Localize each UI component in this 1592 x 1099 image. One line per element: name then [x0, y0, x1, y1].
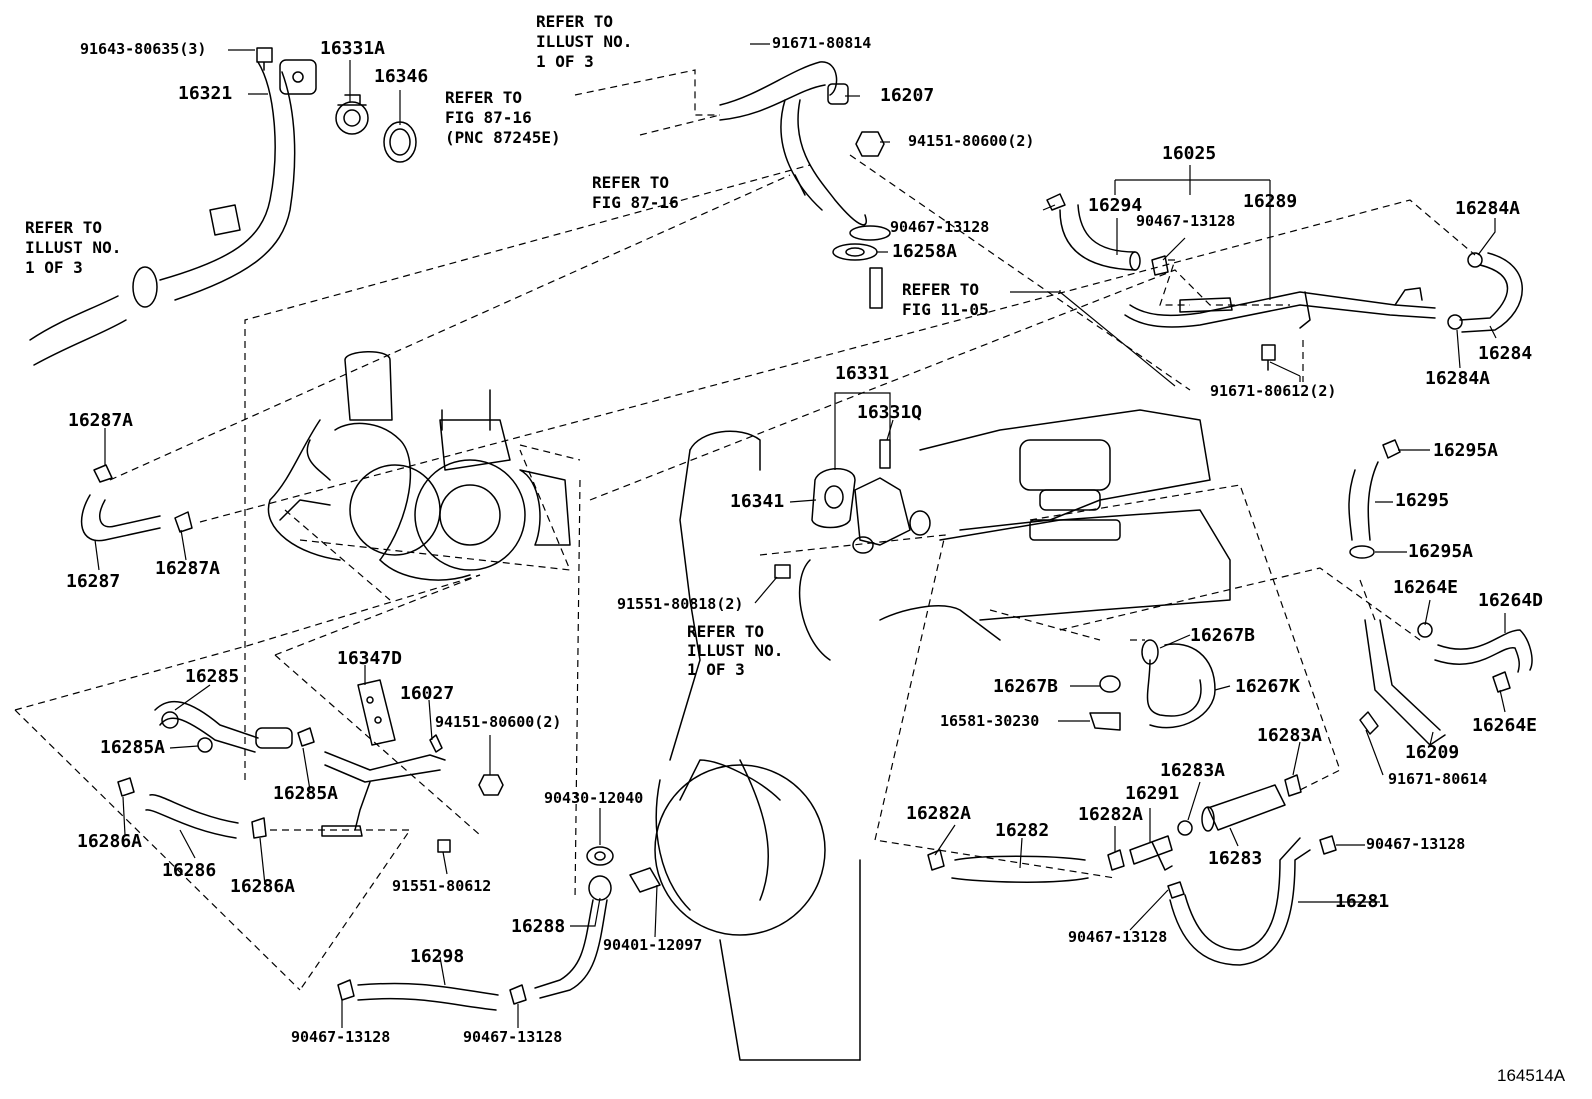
part-label-91671-80612: 91671-80612(2)	[1210, 382, 1337, 400]
part-label-16207: 16207	[880, 85, 935, 106]
leader-lines	[94, 43, 1506, 1028]
part-label-16283: 16283	[1208, 848, 1263, 869]
part-label-16209: 16209	[1405, 742, 1460, 763]
part-label-16267B-mid: 16267B	[993, 676, 1059, 697]
engine-block-drawing	[654, 409, 1231, 1061]
part-label-90467-13128-a: 90467-13128	[890, 218, 990, 236]
part-label-16331: 16331	[835, 363, 890, 384]
part-label-16285A-a: 16285A	[100, 737, 166, 758]
part-label-16295A-bot: 16295A	[1408, 541, 1474, 562]
part-label-16291: 16291	[1125, 783, 1180, 804]
part-label-16282: 16282	[995, 820, 1050, 841]
part-label-16258A: 16258A	[892, 241, 958, 262]
part-label-90401-12097: 90401-12097	[603, 936, 703, 954]
part-label-16264E-bot: 16264E	[1472, 715, 1538, 736]
part-label-16286: 16286	[162, 860, 217, 881]
part-label-16025: 16025	[1162, 143, 1217, 164]
refer-fig-87-16: REFER TO FIG 87-16	[592, 173, 679, 212]
part-label-90467-13128-b: 90467-13128	[1136, 212, 1236, 230]
turbocharger-drawing	[267, 351, 571, 581]
pipe-16289-drawing	[1124, 287, 1436, 329]
refer-fig-11-05: REFER TO FIG 11-05	[902, 280, 989, 319]
part-label-91671-80614: 91671-80614	[1388, 770, 1488, 788]
refer-illust-mid: REFER TO ILLUST NO. 1 OF 3	[687, 622, 784, 679]
part-label-16294: 16294	[1088, 195, 1143, 216]
part-label-16267K: 16267K	[1235, 676, 1301, 697]
part-label-90430-12040: 90430-12040	[544, 789, 644, 807]
part-label-91671-80814: 91671-80814	[772, 34, 872, 52]
part-label-94151-80600-top: 94151-80600(2)	[908, 132, 1035, 150]
thermostat-16331A-drawing	[335, 94, 369, 135]
part-label-16281: 16281	[1335, 891, 1390, 912]
part-label-91643-80635: 91643-80635(3)	[80, 40, 207, 58]
part-label-16295: 16295	[1395, 490, 1450, 511]
part-label-16264D: 16264D	[1478, 590, 1544, 611]
part-label-16284A-bot: 16284A	[1425, 368, 1491, 389]
part-label-16346: 16346	[374, 66, 429, 87]
illustration-id: 164514A	[1497, 1066, 1566, 1085]
gasket-16346-drawing	[383, 121, 417, 163]
part-label-16331Q: 16331Q	[857, 402, 923, 423]
part-label-16289: 16289	[1243, 191, 1298, 212]
water-inlet-16331-drawing	[852, 477, 931, 554]
part-label-16284A-top: 16284A	[1455, 198, 1521, 219]
part-label-94151-80600-mid: 94151-80600(2)	[435, 713, 562, 731]
part-label-16331A: 16331A	[320, 38, 386, 59]
part-label-91551-80612: 91551-80612	[392, 877, 492, 895]
part-label-90467-13128-e: 90467-13128	[291, 1028, 391, 1046]
part-label-16287: 16287	[66, 571, 121, 592]
part-label-16282A-a: 16282A	[906, 803, 972, 824]
part-label-16286A-a: 16286A	[77, 831, 143, 852]
part-label-16264E-top: 16264E	[1393, 577, 1459, 598]
part-label-16295A-top: 16295A	[1433, 440, 1499, 461]
refer-illust-left: REFER TO ILLUST NO. 1 OF 3	[25, 218, 122, 277]
part-label-16287A-bot: 16287A	[155, 558, 221, 579]
pipe-16321-drawing	[132, 59, 317, 308]
part-label-16341: 16341	[730, 491, 785, 512]
part-label-16321: 16321	[178, 83, 233, 104]
part-label-16027: 16027	[400, 683, 455, 704]
part-label-16581-30230: 16581-30230	[940, 712, 1040, 730]
part-label-91551-80818: 91551-80818(2)	[617, 595, 744, 613]
part-label-16288: 16288	[511, 916, 566, 937]
pipe-16207-drawing	[719, 61, 891, 241]
refer-illust-top: REFER TO ILLUST NO. 1 OF 3	[536, 12, 633, 71]
part-label-16282A-b: 16282A	[1078, 804, 1144, 825]
part-label-16283A-a: 16283A	[1257, 725, 1323, 746]
refer-fig-87-16-pnc: REFER TO FIG 87-16 (PNC 87245E)	[445, 88, 561, 147]
part-label-16286A-b: 16286A	[230, 876, 296, 897]
part-label-90467-13128-c: 90467-13128	[1366, 835, 1466, 853]
part-label-16285: 16285	[185, 666, 240, 687]
dashed-guide-lines	[14, 69, 1476, 991]
part-label-16285A-b: 16285A	[273, 783, 339, 804]
part-label-16298: 16298	[410, 946, 465, 967]
part-label-90467-13128-d: 90467-13128	[1068, 928, 1168, 946]
part-label-16347D: 16347D	[337, 648, 403, 669]
part-label-90467-13128-f: 90467-13128	[463, 1028, 563, 1046]
part-label-16267B-top: 16267B	[1190, 625, 1256, 646]
part-label-16283A-b: 16283A	[1160, 760, 1226, 781]
part-label-16284: 16284	[1478, 343, 1533, 364]
part-label-16287A-top: 16287A	[68, 410, 134, 431]
